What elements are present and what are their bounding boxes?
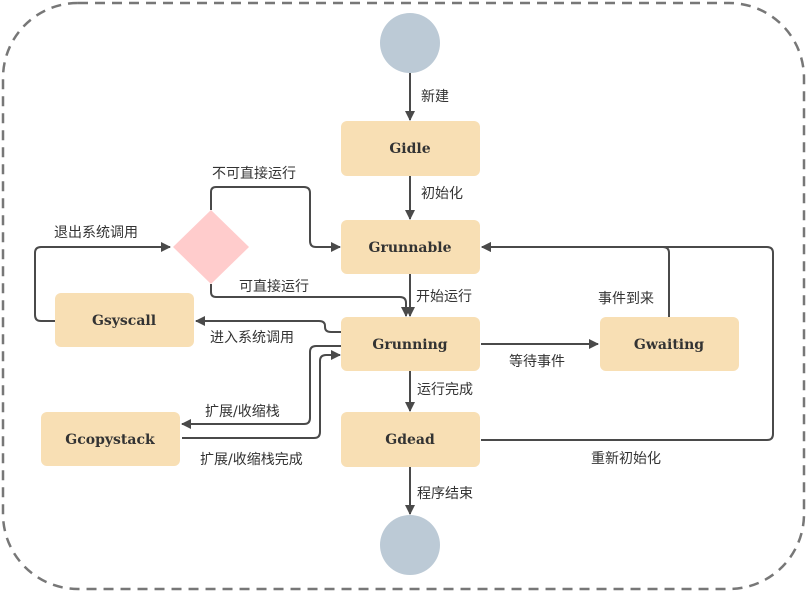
edge-reinit <box>481 242 774 441</box>
edge-grow-shrink-stack-done <box>182 350 341 439</box>
state-gwaiting-label: Gwaiting <box>634 337 704 353</box>
state-gidle-label: Gidle <box>389 141 430 157</box>
state-gwaiting: Gwaiting <box>600 317 739 371</box>
state-gidle: Gidle <box>341 121 480 176</box>
state-gsyscall-label: Gsyscall <box>92 313 156 329</box>
edge-grow-shrink-stack <box>181 345 341 429</box>
label-create: 新建 <box>421 89 449 105</box>
state-grunning: Grunning <box>341 317 480 371</box>
state-gdead: Gdead <box>341 412 480 467</box>
label-run-complete: 运行完成 <box>417 382 473 398</box>
decision-diamond <box>173 210 249 284</box>
label-program-end: 程序结束 <box>417 486 473 502</box>
edge-can-run-directly <box>210 284 411 317</box>
edge-exit-syscall <box>34 242 171 322</box>
state-gsyscall: Gsyscall <box>55 293 194 347</box>
label-event-arrived: 事件到来 <box>598 291 654 307</box>
state-gdead-label: Gdead <box>385 432 435 448</box>
label-wait-event: 等待事件 <box>509 353 565 370</box>
edge-enter-syscall <box>195 316 341 333</box>
state-gcopystack-label: Gcopystack <box>65 432 155 448</box>
state-grunning-label: Grunning <box>372 337 447 353</box>
state-grunnable-label: Grunnable <box>369 240 452 256</box>
edge-cannot-run-directly <box>210 186 341 252</box>
start-node <box>380 13 440 73</box>
end-node <box>380 515 440 575</box>
label-can-run-directly: 可直接运行 <box>239 278 309 295</box>
label-grow-shrink-stack-done: 扩展/收缩栈完成 <box>200 452 303 468</box>
label-enter-syscall: 进入系统调用 <box>210 330 294 346</box>
state-grunnable: Grunnable <box>341 220 480 274</box>
state-gcopystack: Gcopystack <box>41 412 180 466</box>
label-exit-syscall: 退出系统调用 <box>54 225 138 241</box>
label-reinit: 重新初始化 <box>591 450 661 467</box>
label-cannot-run-directly: 不可直接运行 <box>212 165 296 182</box>
label-init: 初始化 <box>421 185 463 202</box>
label-grow-shrink-stack: 扩展/收缩栈 <box>205 404 280 420</box>
label-start-run: 开始运行 <box>416 289 472 305</box>
